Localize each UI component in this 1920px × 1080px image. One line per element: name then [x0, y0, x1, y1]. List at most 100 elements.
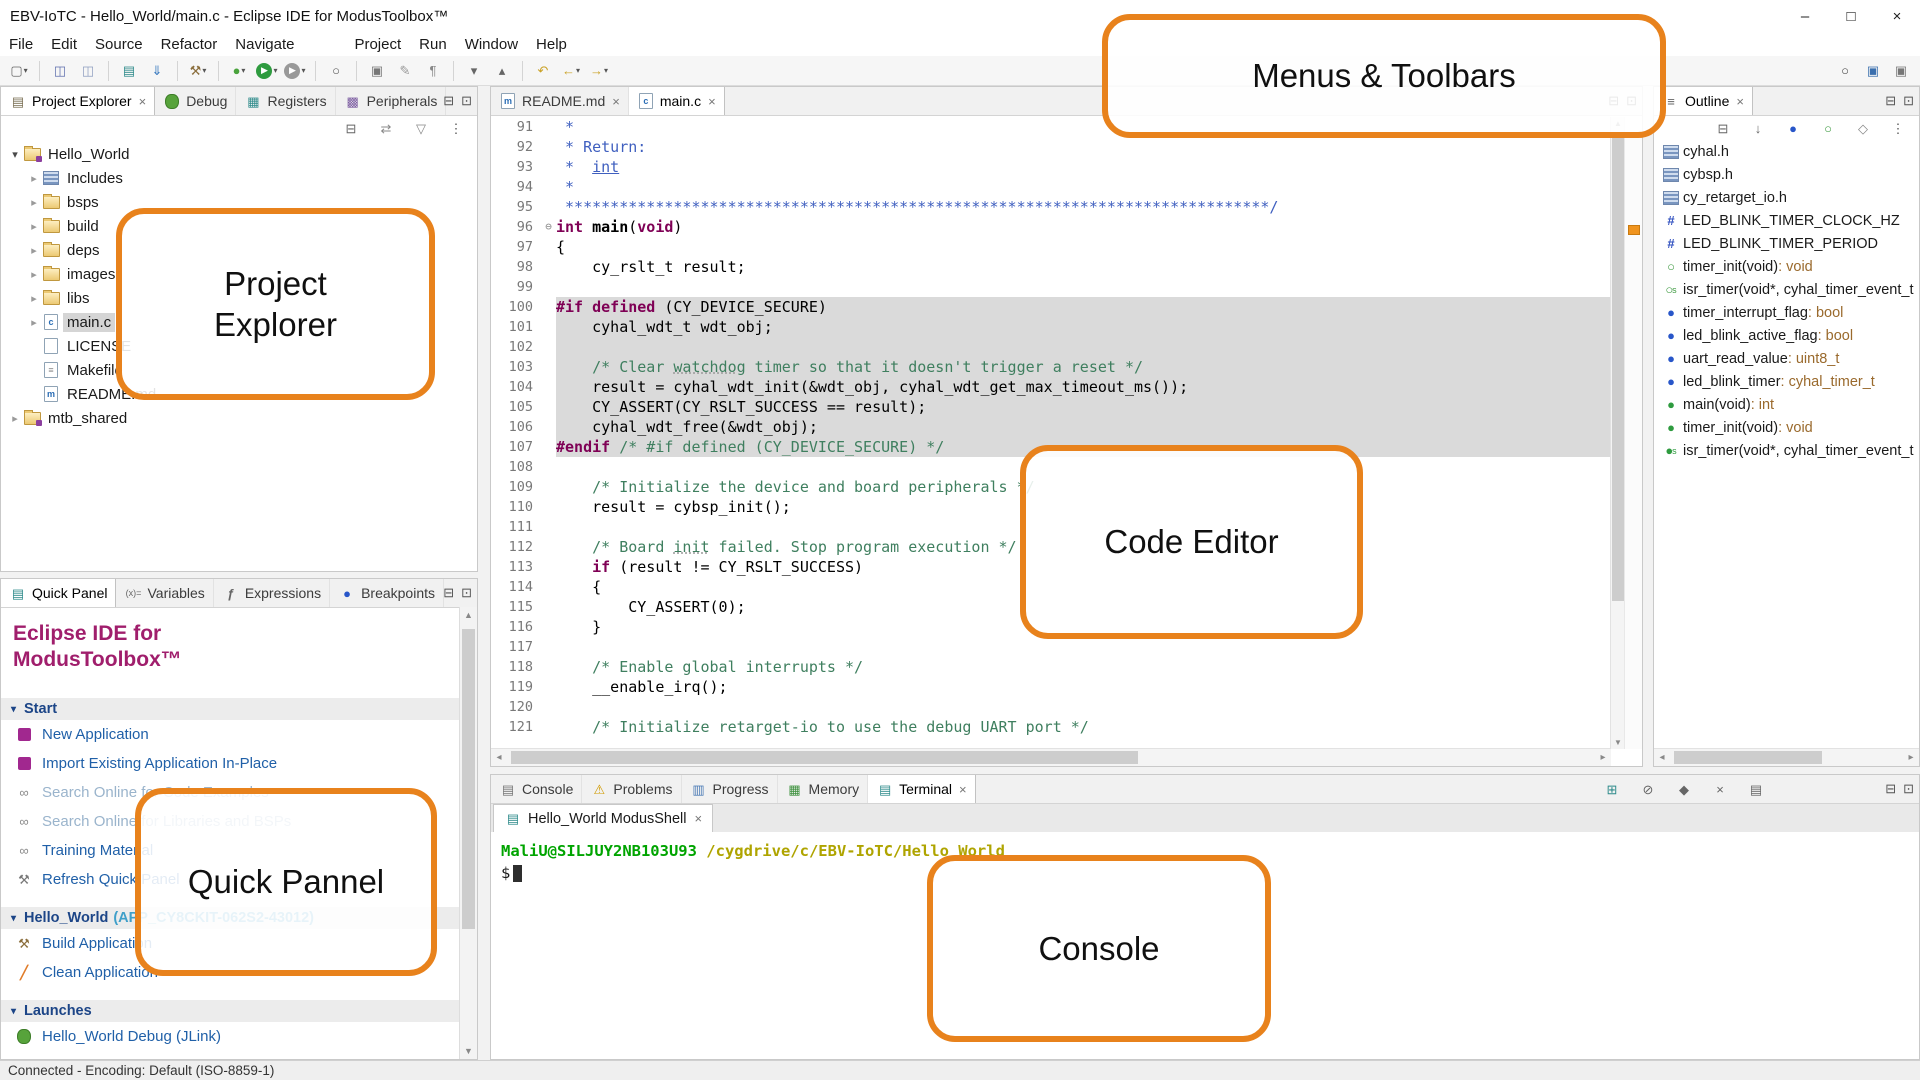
menu-run[interactable]: Run — [419, 36, 447, 53]
menu-file[interactable]: File — [9, 36, 34, 53]
menu-project[interactable]: Project — [354, 36, 402, 53]
run-icon[interactable]: ▶▾ — [254, 59, 280, 83]
expand-icon[interactable]: ▸ — [31, 292, 37, 305]
scroll-down-icon[interactable]: ▼ — [464, 1046, 473, 1056]
console-tab-problems[interactable]: ⚠Problems — [582, 775, 682, 803]
quickpanel-item-training-material[interactable]: ∞Training Material — [1, 836, 460, 865]
dropdown-arrow-icon[interactable]: ▾ — [202, 66, 207, 75]
scroll-right-icon[interactable]: ▸ — [1600, 752, 1606, 763]
outline-item-main-void[interactable]: ●main(void) : int — [1654, 393, 1919, 416]
quickpanel-tab-quick-panel[interactable]: ▤Quick Panel — [1, 579, 117, 607]
minimize-panel-icon[interactable]: ⊟ — [443, 585, 455, 600]
hide-non-public-icon[interactable]: ◇ — [1858, 120, 1868, 136]
console-tab-progress[interactable]: ▥Progress — [682, 775, 778, 803]
dropdown-arrow-icon[interactable]: ▾ — [23, 66, 28, 75]
expand-icon[interactable]: ▸ — [31, 268, 37, 281]
outline-horizontal-scrollbar[interactable]: ◂ ▸ — [1654, 748, 1919, 766]
scrollbar-thumb[interactable] — [462, 629, 475, 929]
collapse-all-icon[interactable]: ⊟ — [345, 120, 357, 136]
clear-terminal-icon[interactable]: × — [1716, 781, 1724, 797]
last-edit-location-icon[interactable]: ↶ — [537, 63, 549, 78]
maximize-panel-icon[interactable]: ⊡ — [1903, 93, 1914, 108]
new-wizard-icon[interactable]: ▢▾ — [10, 63, 28, 78]
tree-item-images[interactable]: ▸images — [1, 262, 477, 286]
explorer-tab-peripherals[interactable]: ▩Peripherals — [336, 87, 447, 115]
dropdown-arrow-icon[interactable]: ▾ — [301, 66, 306, 75]
mark-occurrences-icon[interactable]: ✎ — [399, 63, 411, 78]
sort-icon[interactable]: ↓ — [1754, 120, 1762, 136]
close-icon[interactable]: × — [612, 93, 620, 109]
scroll-up-icon[interactable]: ▲ — [464, 610, 473, 620]
maximize-panel-icon[interactable]: ⊡ — [461, 585, 472, 600]
minimize-panel-icon[interactable]: ⊟ — [1885, 781, 1897, 796]
menu-edit[interactable]: Edit — [51, 36, 78, 53]
perspective-cpp-icon[interactable]: ▣ — [1894, 63, 1908, 78]
new-terminal-icon[interactable]: ⊞ — [1606, 781, 1618, 797]
menu-navigate[interactable]: Navigate — [235, 36, 295, 53]
expand-icon[interactable]: ▸ — [12, 412, 18, 425]
menu-window[interactable]: Window — [464, 36, 519, 53]
scroll-left-icon[interactable]: ◂ — [1659, 752, 1665, 763]
expand-icon[interactable]: ▸ — [31, 220, 37, 233]
console-tab-memory[interactable]: ▦Memory — [778, 775, 869, 803]
tree-item-deps[interactable]: ▸deps — [1, 238, 477, 262]
tree-item-bsps[interactable]: ▸bsps — [1, 190, 477, 214]
collapse-icon[interactable]: ▾ — [12, 148, 18, 161]
save-all-icon[interactable]: ◫ — [81, 63, 95, 78]
maximize-panel-icon[interactable]: ⊡ — [461, 93, 472, 108]
close-icon[interactable]: × — [959, 781, 967, 797]
expand-icon[interactable]: ▸ — [31, 196, 37, 209]
quickpanel-item-new-application[interactable]: New Application — [1, 720, 460, 749]
dropdown-arrow-icon[interactable]: ▾ — [575, 66, 580, 75]
menu-help[interactable]: Help — [536, 36, 567, 53]
quickpanel-item-clean-application[interactable]: ╱Clean Application — [1, 958, 460, 987]
tab-outline[interactable]: ≡ Outline × — [1654, 87, 1753, 115]
outline-item-led-blink-active-flag[interactable]: ●led_blink_active_flag : bool — [1654, 324, 1919, 347]
console-tab-console[interactable]: ▤Console — [491, 775, 583, 803]
dropdown-arrow-icon[interactable]: ▾ — [241, 66, 246, 75]
toggle-command-field-icon[interactable]: ▤ — [1749, 781, 1763, 797]
back-icon[interactable]: ←▾ — [561, 63, 580, 78]
outline-item-led-blink-timer-period[interactable]: #LED_BLINK_TIMER_PERIOD — [1654, 232, 1919, 255]
outline-item-cy-retarget-io-h[interactable]: cy_retarget_io.h — [1654, 186, 1919, 209]
expand-icon[interactable]: ▸ — [31, 244, 37, 257]
collapse-all-icon[interactable]: ⊟ — [1717, 120, 1729, 136]
quick-panel-scrollbar[interactable]: ▲ ▼ — [459, 607, 477, 1059]
expand-icon[interactable]: ▸ — [31, 316, 37, 329]
expand-icon[interactable]: ▸ — [31, 172, 37, 185]
minimize-panel-icon[interactable]: ⊟ — [443, 93, 455, 108]
collapse-icon[interactable]: ▾ — [10, 1005, 17, 1017]
outline-item-uart-read-value[interactable]: ●uart_read_value : uint8_t — [1654, 347, 1919, 370]
collapse-icon[interactable]: ▾ — [10, 703, 17, 715]
close-icon[interactable]: × — [1736, 93, 1744, 109]
scrollbar-thumb[interactable] — [511, 751, 1139, 764]
close-icon[interactable]: × — [138, 93, 147, 109]
tree-item-includes[interactable]: ▸Includes — [1, 166, 477, 190]
forward-icon[interactable]: →▾ — [589, 63, 608, 78]
scroll-left-icon[interactable]: ◂ — [496, 752, 502, 763]
editor-horizontal-scrollbar[interactable]: ◂ ▸ — [491, 748, 1611, 766]
search-icon[interactable]: ○ — [332, 63, 340, 78]
maximize-button[interactable]: □ — [1846, 8, 1856, 25]
quickpanel-item-import-existing-application-in-place[interactable]: Import Existing Application In-Place — [1, 749, 460, 778]
fold-icon[interactable]: ⊖ — [541, 217, 556, 237]
build-icon[interactable]: ⚒▾ — [189, 63, 207, 78]
program-flash-icon[interactable]: ⇓ — [151, 63, 163, 78]
hide-static-icon[interactable]: ○ — [1824, 120, 1832, 136]
quickpanel-tab-breakpoints[interactable]: ●Breakpoints — [330, 579, 445, 607]
project-tree[interactable]: ▾Hello_World▸Includes▸bsps▸build▸deps▸im… — [1, 140, 477, 571]
explorer-tab-project-explorer[interactable]: ▤Project Explorer× — [1, 87, 156, 115]
quick-search-icon[interactable]: ○ — [1841, 63, 1849, 78]
view-menu-icon[interactable]: ⋮ — [449, 120, 463, 136]
hide-fields-icon[interactable]: ● — [1789, 120, 1797, 136]
collapse-icon[interactable]: ▾ — [10, 912, 17, 924]
close-icon[interactable]: × — [708, 93, 716, 109]
debug-icon[interactable]: ●▾ — [232, 63, 246, 78]
scroll-lock-icon[interactable]: ⊘ — [1642, 781, 1654, 797]
